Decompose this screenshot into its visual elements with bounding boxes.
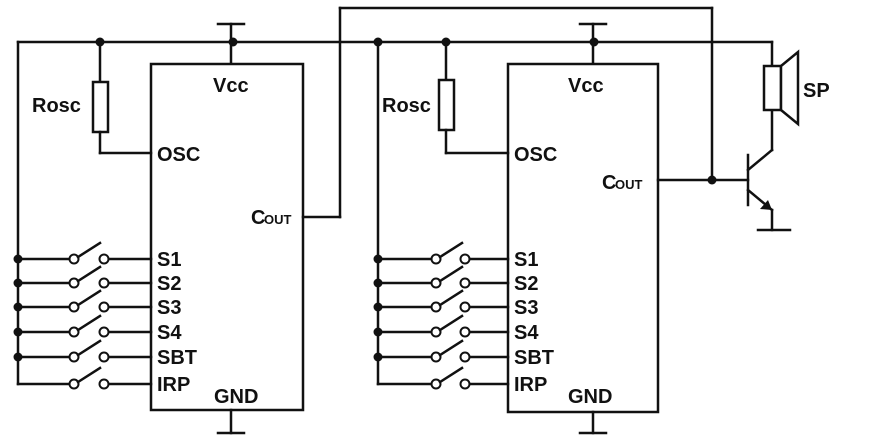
- left-osc-pin-label: OSC: [157, 144, 200, 166]
- left-chip-block: Rosc Vcc OSC GND C OUT: [13, 22, 380, 435]
- left-switch-s1-icon: [16, 241, 153, 265]
- right-pin-s2-label: S2: [514, 273, 538, 295]
- left-switch-irp-icon: [16, 366, 153, 390]
- speaker-label: SP: [803, 80, 830, 102]
- right-vcc-label: Vcc: [568, 75, 604, 97]
- right-chip-block: Rosc Vcc OSC GND C OUT: [373, 22, 774, 435]
- right-vcc-terminal-icon: [578, 22, 608, 66]
- right-pin-irp-label: IRP: [514, 374, 547, 396]
- left-switch-sbt-icon: [16, 339, 153, 363]
- left-ic-body: [149, 62, 305, 412]
- left-cout-label: C OUT: [251, 207, 292, 229]
- right-switch-s2-icon: [376, 265, 510, 289]
- left-pin-irp-label: IRP: [157, 374, 190, 396]
- left-switch-s2-icon: [16, 265, 153, 289]
- left-pin-s4-label: S4: [157, 322, 182, 344]
- left-pin-sbt-label: SBT: [157, 347, 197, 369]
- left-vcc-terminal-icon: [216, 22, 246, 66]
- right-ground-terminal-icon: [578, 410, 608, 435]
- right-cout-label: C OUT: [602, 172, 643, 194]
- right-pin-s3-label: S3: [514, 297, 538, 319]
- left-ground-terminal-icon: [216, 408, 246, 435]
- right-osc-pin-label: OSC: [514, 144, 557, 166]
- speaker-icon: [762, 40, 800, 127]
- svg-text:OUT: OUT: [264, 212, 292, 227]
- right-rosc-label: Rosc: [382, 95, 431, 117]
- right-switch-s1-icon: [376, 241, 510, 265]
- right-switch-irp-icon: [376, 366, 510, 390]
- svg-text:OUT: OUT: [615, 177, 643, 192]
- left-switch-s3-icon: [16, 289, 153, 313]
- right-pin-sbt-label: SBT: [514, 347, 554, 369]
- right-ic-body: [506, 62, 660, 414]
- npn-transistor-icon: [746, 110, 792, 232]
- right-switch-s3-icon: [376, 289, 510, 313]
- right-switch-s4-icon: [376, 314, 510, 338]
- left-pin-s1-label: S1: [157, 249, 181, 271]
- left-rosc-label: Rosc: [32, 95, 81, 117]
- right-switch-sbt-icon: [376, 339, 510, 363]
- svg-text:C: C: [602, 172, 616, 194]
- left-pin-s2-label: S2: [157, 273, 181, 295]
- right-pin-s1-label: S1: [514, 249, 538, 271]
- left-switch-array: S1 S2 S3 S4 SBT IRP: [13, 241, 197, 396]
- left-pin-s3-label: S3: [157, 297, 181, 319]
- right-switch-array: S1 S2 S3 S4 SBT IRP: [373, 241, 554, 396]
- cout-link-wire: [301, 6, 714, 219]
- svg-text:C: C: [251, 207, 265, 229]
- left-gnd-label: GND: [214, 386, 258, 408]
- right-gnd-label: GND: [568, 386, 612, 408]
- output-stage: SP: [656, 40, 830, 232]
- left-switch-s4-icon: [16, 314, 153, 338]
- left-rosc-resistor-icon: [91, 40, 153, 155]
- right-rosc-resistor-icon: [437, 40, 510, 155]
- right-pin-s4-label: S4: [514, 322, 539, 344]
- left-vcc-label: Vcc: [213, 75, 249, 97]
